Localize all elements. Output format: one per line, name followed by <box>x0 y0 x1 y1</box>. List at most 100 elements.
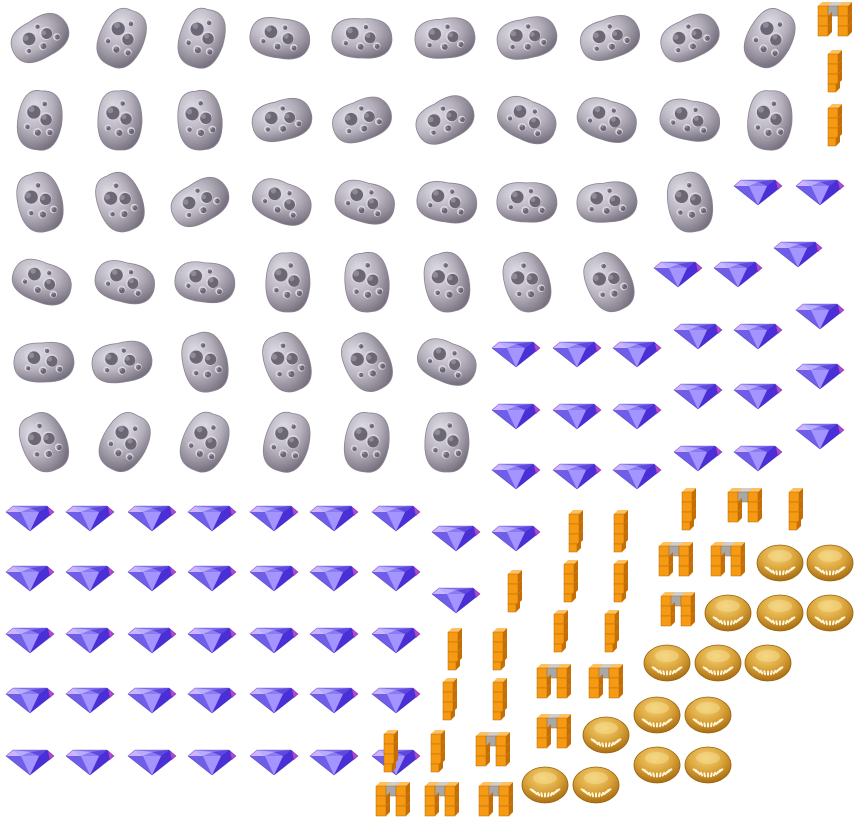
asteroid-sprite <box>251 406 323 478</box>
crystal-gem-sprite <box>64 747 116 777</box>
gold-dome-ufo-sprite <box>684 694 732 734</box>
asteroid-sprite <box>491 246 563 318</box>
asteroid-sprite <box>8 326 80 398</box>
crystal-gem-sprite <box>186 503 238 533</box>
crystal-gem-sprite <box>248 685 300 715</box>
orange-block-robot-sprite <box>540 610 584 654</box>
crystal-gem-sprite <box>611 461 663 491</box>
asteroid-sprite <box>84 84 156 156</box>
gold-dome-ufo-sprite <box>744 642 792 682</box>
orange-block-robot-sprite <box>473 780 517 824</box>
crystal-gem-sprite <box>308 563 360 593</box>
gold-dome-ufo-sprite <box>643 642 691 682</box>
asteroid-sprite <box>331 326 403 398</box>
orange-block-robot-sprite <box>591 610 635 654</box>
asteroid-sprite <box>166 2 238 74</box>
asteroid-sprite <box>331 406 403 478</box>
orange-block-robot-sprite <box>600 510 644 554</box>
gold-dome-ufo-sprite <box>756 592 804 632</box>
asteroid-sprite <box>326 84 398 156</box>
crystal-gem-sprite <box>490 461 542 491</box>
crystal-gem-sprite <box>794 301 846 331</box>
crystal-gem-sprite <box>126 503 178 533</box>
crystal-gem-sprite <box>186 625 238 655</box>
crystal-gem-sprite <box>794 177 846 207</box>
orange-block-robot-sprite <box>555 510 599 554</box>
crystal-gem-sprite <box>248 503 300 533</box>
orange-block-robot-sprite <box>722 486 766 530</box>
orange-block-robot-sprite <box>370 780 414 824</box>
gold-dome-ufo-sprite <box>633 744 681 784</box>
asteroid-sprite <box>491 2 563 74</box>
asteroid-sprite <box>169 326 241 398</box>
asteroid-sprite <box>169 246 241 318</box>
crystal-gem-sprite <box>652 259 704 289</box>
asteroid-sprite <box>89 246 161 318</box>
crystal-gem-sprite <box>126 685 178 715</box>
crystal-gem-sprite <box>490 339 542 369</box>
asteroid-sprite <box>574 2 646 74</box>
crystal-gem-sprite <box>732 381 784 411</box>
gold-dome-ufo-sprite <box>806 592 854 632</box>
crystal-gem-sprite <box>4 747 56 777</box>
asteroid-sprite <box>411 406 483 478</box>
crystal-gem-sprite <box>4 503 56 533</box>
gold-dome-ufo-sprite <box>684 744 732 784</box>
crystal-gem-sprite <box>370 503 422 533</box>
crystal-gem-sprite <box>308 503 360 533</box>
crystal-gem-sprite <box>370 563 422 593</box>
crystal-gem-sprite <box>732 321 784 351</box>
crystal-gem-sprite <box>308 685 360 715</box>
orange-block-robot-sprite <box>417 730 461 774</box>
asteroid-sprite <box>409 84 481 156</box>
crystal-gem-sprite <box>64 503 116 533</box>
orange-block-robot-sprite <box>583 662 627 706</box>
asteroid-sprite <box>244 2 316 74</box>
asteroid-sprite <box>734 84 806 156</box>
asteroid-sprite <box>164 166 236 238</box>
asteroid-sprite <box>326 2 398 74</box>
crystal-gem-sprite <box>308 625 360 655</box>
crystal-gem-sprite <box>490 523 542 553</box>
crystal-gem-sprite <box>551 339 603 369</box>
orange-block-robot-sprite <box>653 540 697 584</box>
crystal-gem-sprite <box>732 443 784 473</box>
orange-block-robot-sprite <box>775 488 819 532</box>
asteroid-sprite <box>654 2 726 74</box>
asteroid-sprite <box>86 2 158 74</box>
gold-dome-ufo-sprite <box>521 764 569 804</box>
crystal-gem-sprite <box>186 563 238 593</box>
crystal-gem-sprite <box>672 321 724 351</box>
asteroid-sprite <box>4 166 76 238</box>
crystal-gem-sprite <box>64 563 116 593</box>
asteroid-sprite <box>4 2 76 74</box>
crystal-gem-sprite <box>126 625 178 655</box>
orange-block-robot-sprite <box>370 730 414 774</box>
asteroid-sprite <box>164 84 236 156</box>
crystal-gem-sprite <box>308 747 360 777</box>
gold-dome-ufo-sprite <box>694 642 742 682</box>
asteroid-sprite <box>411 166 483 238</box>
gold-dome-ufo-sprite <box>633 694 681 734</box>
orange-block-robot-sprite <box>655 590 699 634</box>
orange-block-robot-sprite <box>600 560 644 604</box>
crystal-gem-sprite <box>126 747 178 777</box>
orange-block-robot-sprite <box>494 570 538 614</box>
orange-block-robot-sprite <box>479 628 523 672</box>
orange-block-robot-sprite <box>419 780 463 824</box>
crystal-gem-sprite <box>611 401 663 431</box>
crystal-gem-sprite <box>4 563 56 593</box>
asteroid-sprite <box>252 246 324 318</box>
asteroid-sprite <box>654 166 726 238</box>
asteroid-sprite <box>246 84 318 156</box>
crystal-gem-sprite <box>672 381 724 411</box>
asteroid-sprite <box>573 246 645 318</box>
asteroid-sprite <box>329 166 401 238</box>
gold-dome-ufo-sprite <box>806 542 854 582</box>
crystal-gem-sprite <box>4 625 56 655</box>
asteroid-sprite <box>4 84 76 156</box>
crystal-gem-sprite <box>794 421 846 451</box>
orange-block-robot-sprite <box>814 104 858 148</box>
asteroid-sprite <box>571 166 643 238</box>
